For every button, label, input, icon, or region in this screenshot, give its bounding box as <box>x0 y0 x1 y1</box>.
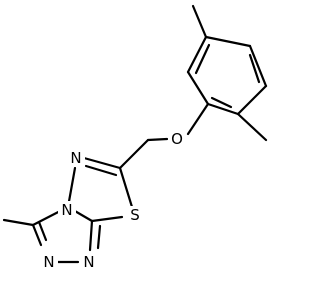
nitrogen-atom-label-2: N <box>61 201 72 219</box>
bond-double-inner <box>96 224 102 250</box>
nitrogen-atom-label-3: N <box>43 253 54 271</box>
bond-ch2-c <box>118 138 150 170</box>
bond <box>248 44 268 88</box>
bond <box>186 35 208 74</box>
methyl-bond-right <box>236 112 268 142</box>
bond <box>88 219 94 252</box>
bond <box>236 84 268 116</box>
bond-double-inner <box>84 164 118 177</box>
nitrogen-atom-label-1: N <box>70 149 81 167</box>
bond <box>31 223 43 247</box>
bond <box>66 166 77 209</box>
bond-oxygen-ch2 <box>146 137 169 142</box>
bond-ring-oxygen <box>186 102 210 136</box>
nitrogen-atom-label-4: N <box>83 253 94 271</box>
bond <box>82 156 122 170</box>
molecule-diagram: O S N N N N <box>2 4 268 271</box>
thiadiazole-ring <box>66 156 134 223</box>
bond <box>204 35 252 48</box>
bond-double-inner <box>210 96 233 109</box>
bond-double-inner <box>248 53 261 84</box>
bond-double-inner <box>37 220 48 242</box>
bond <box>186 70 210 106</box>
nitrogen-label-bg <box>58 201 76 219</box>
methyl-bond-top <box>191 4 208 39</box>
oxygen-atom-label: O <box>171 130 183 148</box>
bond <box>118 166 134 209</box>
structure-canvas: O S N N N N <box>2 4 268 271</box>
nitrogen-label-bg <box>80 253 98 271</box>
nitrogen-label-bg <box>40 253 58 271</box>
bond-double-inner <box>194 43 211 75</box>
oxygen-label-bg <box>168 130 186 148</box>
sulfur-label-bg <box>126 206 144 224</box>
bond <box>90 215 124 223</box>
sulfur-atom-label: S <box>130 206 140 224</box>
bond <box>206 102 240 116</box>
methyl-bond-left <box>2 218 35 227</box>
benzene-ring <box>186 35 268 116</box>
nitrogen-label-bg <box>67 149 85 167</box>
